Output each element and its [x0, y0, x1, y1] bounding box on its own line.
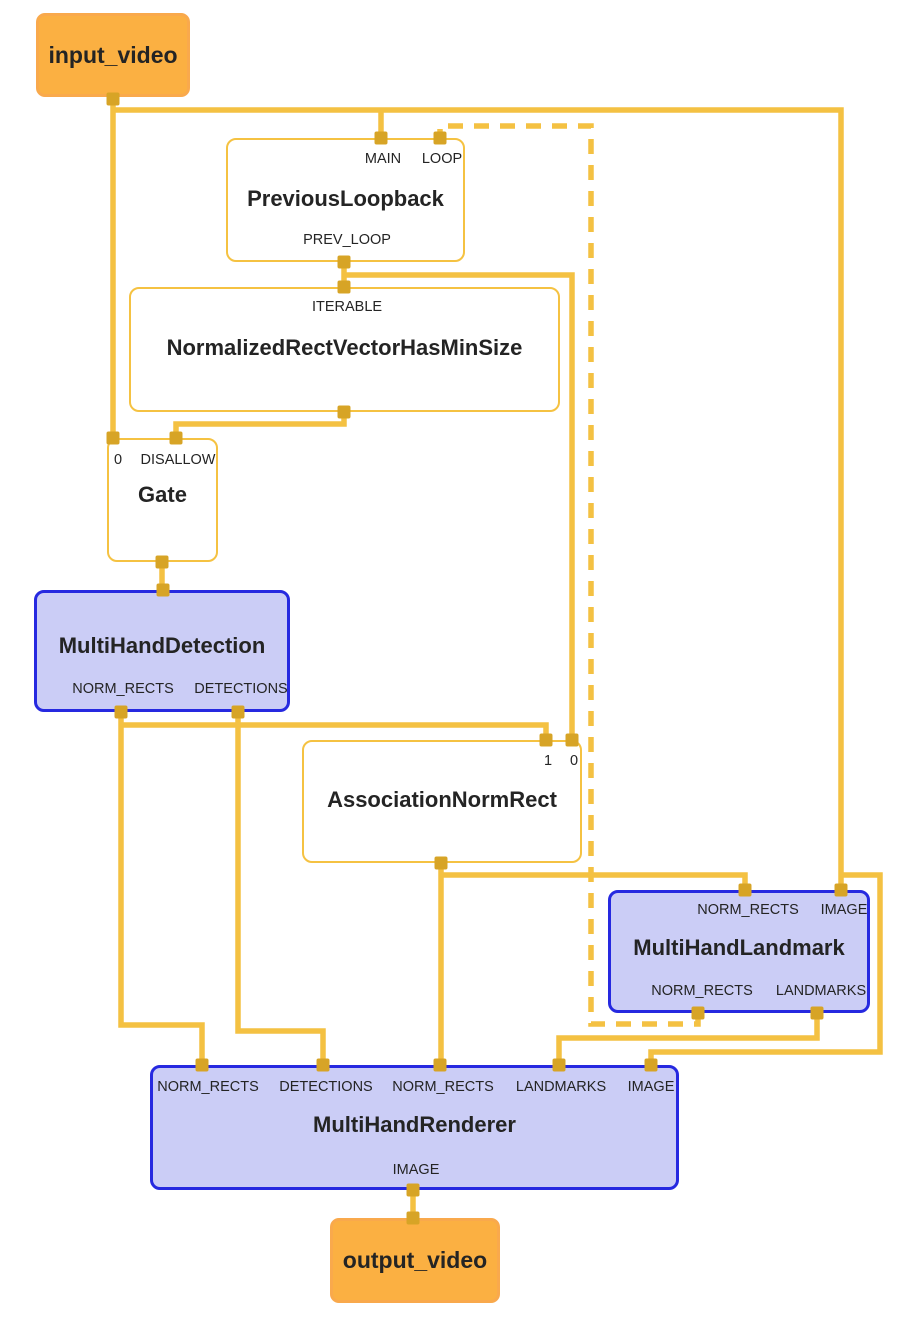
node-title: input_video — [48, 41, 178, 68]
edge-landmark-landmarks-to-renderer — [556, 1013, 820, 1065]
node-normalized-rect-vector-has-min-size[interactable]: ITERABLE NormalizedRectVectorHasMinSize — [129, 287, 560, 412]
node-title: PreviousLoopback — [247, 186, 444, 211]
port-label-image-out: IMAGE — [392, 1162, 440, 1178]
node-gate[interactable]: 0 DISALLOW Gate — [107, 438, 218, 562]
port-label-norm-rects-out: NORM_RECTS — [651, 983, 753, 999]
node-multi-hand-landmark[interactable]: NORM_RECTS IMAGE MultiHandLandmark NORM_… — [608, 890, 870, 1013]
port-label-detections: DETECTIONS — [279, 1079, 373, 1095]
port-label-loop: LOOP — [421, 151, 463, 167]
port-label-norm-rects-1: NORM_RECTS — [157, 1079, 259, 1095]
port-label-norm-rects-2: NORM_RECTS — [392, 1079, 494, 1095]
port-label-landmarks: LANDMARKS — [515, 1079, 607, 1095]
edge-detection-normrects-to-renderer — [118, 712, 205, 1065]
port-label-detections: DETECTIONS — [194, 681, 288, 697]
port-label-iterable: ITERABLE — [311, 299, 383, 315]
edge-detection-normrects-to-association-1 — [121, 722, 549, 740]
node-title: MultiHandDetection — [58, 633, 266, 658]
node-multi-hand-renderer[interactable]: NORM_RECTS DETECTIONS NORM_RECTS LANDMAR… — [150, 1065, 679, 1190]
node-previous-loopback[interactable]: MAIN LOOP PreviousLoopback PREV_LOOP — [226, 138, 465, 262]
node-multi-hand-detection[interactable]: MultiHandDetection NORM_RECTS DETECTIONS — [34, 590, 290, 712]
node-title: NormalizedRectVectorHasMinSize — [166, 335, 523, 360]
node-title: MultiHandLandmark — [633, 935, 845, 960]
port-label-norm-rects: NORM_RECTS — [72, 681, 174, 697]
port-label-image-in: IMAGE — [627, 1079, 675, 1095]
edge-normrectvector-to-gate-disallow — [173, 412, 347, 438]
port-label-landmarks-out: LANDMARKS — [775, 983, 867, 999]
port-label-image-in: IMAGE — [820, 902, 868, 918]
port-label-prev-loop: PREV_LOOP — [303, 232, 391, 248]
port-label-main: MAIN — [364, 151, 402, 167]
node-title: Gate — [138, 482, 187, 507]
edge-association-to-landmark-normrects — [441, 872, 748, 890]
node-association-norm-rect[interactable]: 1 0 AssociationNormRect — [302, 740, 582, 863]
port-label-norm-rects-in: NORM_RECTS — [697, 902, 799, 918]
node-title: MultiHandRenderer — [313, 1112, 516, 1137]
port-label-1: 1 — [543, 753, 553, 769]
port-label-0: 0 — [569, 753, 579, 769]
node-output-video[interactable]: output_video — [330, 1218, 500, 1303]
node-title: AssociationNormRect — [327, 787, 557, 812]
port-label-disallow: DISALLOW — [140, 452, 216, 468]
node-input-video[interactable]: input_video — [36, 13, 190, 97]
node-title: output_video — [342, 1247, 488, 1273]
port-label-0: 0 — [113, 452, 123, 468]
